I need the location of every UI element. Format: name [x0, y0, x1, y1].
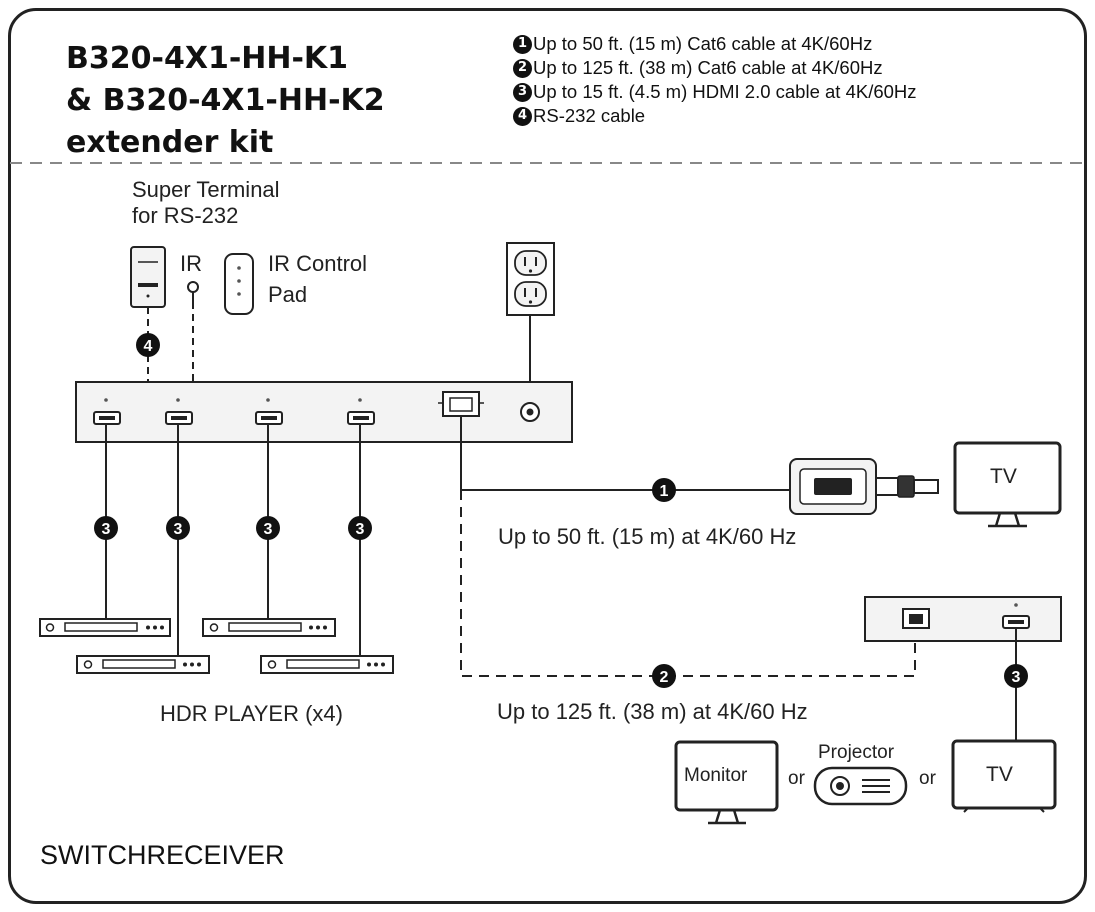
badge-hdmi-receiver-label: 3	[1012, 669, 1021, 686]
legend-item-1: 1 Up to 50 ft. (15 m) Cat6 cable at 4K/6…	[513, 32, 917, 56]
cat6-cable-125ft	[460, 490, 916, 677]
monitor-label: Monitor	[684, 765, 748, 786]
switch-receiver-label: SWITCHRECEIVER	[40, 840, 285, 870]
legend-item-2: 2 Up to 125 ft. (38 m) Cat6 cable at 4K/…	[513, 56, 917, 80]
dongle-receiver-icon	[789, 458, 939, 515]
link-125ft-label: Up to 125 ft. (38 m) at 4K/60 Hz	[497, 699, 808, 724]
legend-text-2: Up to 125 ft. (38 m) Cat6 cable at 4K/60…	[533, 57, 883, 78]
hdr-player-label: HDR PLAYER (x4)	[160, 701, 343, 726]
cable-legend: 1 Up to 50 ft. (15 m) Cat6 cable at 4K/6…	[513, 32, 917, 128]
badge-cat6-125ft: 2	[652, 664, 676, 688]
badge-cat6-50ft-label: 1	[660, 483, 669, 500]
hdr-player-4	[260, 655, 394, 674]
diagram-frame	[8, 8, 1087, 904]
legend-badge-2: 2	[513, 58, 532, 78]
badge-hdmi-4: 3	[348, 516, 372, 540]
legend-text-1: Up to 50 ft. (15 m) Cat6 cable at 4K/60H…	[533, 33, 873, 54]
tv-bottom-icon	[951, 739, 1057, 813]
legend-item-4: 4 RS-232 cable	[513, 104, 917, 128]
badge-cat6-50ft: 1	[652, 478, 676, 502]
power-jack-icon	[520, 402, 540, 422]
computer-icon	[130, 246, 166, 308]
projector-label: Projector	[818, 742, 895, 763]
badge-hdmi-3: 3	[256, 516, 280, 540]
ethernet-port-icon	[438, 391, 484, 417]
receiver-unit	[864, 596, 1062, 642]
ir-control-pad-icon	[224, 253, 254, 315]
badge-hdmi-1-label: 3	[102, 521, 111, 538]
legend-badge-1: 1	[513, 34, 532, 54]
hdr-player-2	[76, 655, 210, 674]
legend-badge-4: 4	[513, 106, 532, 126]
tv-top-icon	[953, 441, 1062, 528]
badge-hdmi-receiver: 3	[1004, 664, 1028, 688]
badge-cat6-125ft-label: 2	[660, 669, 669, 686]
super-terminal-sub-label: for RS-232	[132, 203, 239, 228]
or-label-2: or	[919, 768, 936, 789]
tv-bottom-label: TV	[986, 763, 1013, 786]
legend-badge-3: 3	[513, 82, 532, 102]
hdr-player-3	[202, 618, 336, 637]
monitor-icon	[674, 740, 779, 825]
switch-unit	[75, 381, 573, 443]
legend-text-4: RS-232 cable	[533, 105, 646, 126]
ir-sensor-icon	[187, 281, 199, 302]
hdr-player-1	[39, 618, 171, 637]
badge-hdmi-3-label: 3	[264, 521, 273, 538]
kit-title: B320-4X1-HH-K1 & B320-4X1-HH-K2 extender…	[66, 38, 385, 164]
tv-top-label: TV	[990, 465, 1017, 488]
legend-item-3: 3 Up to 15 ft. (4.5 m) HDMI 2.0 cable at…	[513, 80, 917, 104]
kit-title-line-2: & B320-4X1-HH-K2	[66, 83, 385, 118]
badge-hdmi-2: 3	[166, 516, 190, 540]
link-50ft-label: Up to 50 ft. (15 m) at 4K/60 Hz	[498, 524, 797, 549]
badge-hdmi-4-label: 3	[356, 521, 365, 538]
or-label-1: or	[788, 768, 805, 789]
ir-control-label: IR Control	[268, 251, 368, 276]
hdmi-port-2	[165, 398, 193, 425]
badge-rs232: 4	[136, 333, 160, 357]
badge-hdmi-2-label: 3	[174, 521, 183, 538]
super-terminal-label: Super Terminal	[132, 177, 280, 202]
projector-icon	[813, 766, 908, 806]
ir-label: IR	[180, 251, 202, 276]
badge-rs232-label: 4	[144, 338, 153, 355]
kit-title-line-3: extender kit	[66, 125, 274, 160]
kit-title-line-1: B320-4X1-HH-K1	[66, 41, 349, 76]
ir-control-sub-label: Pad	[268, 282, 308, 307]
power-outlet-icon	[506, 242, 555, 316]
legend-text-3: Up to 15 ft. (4.5 m) HDMI 2.0 cable at 4…	[533, 81, 917, 102]
badge-hdmi-1: 3	[94, 516, 118, 540]
